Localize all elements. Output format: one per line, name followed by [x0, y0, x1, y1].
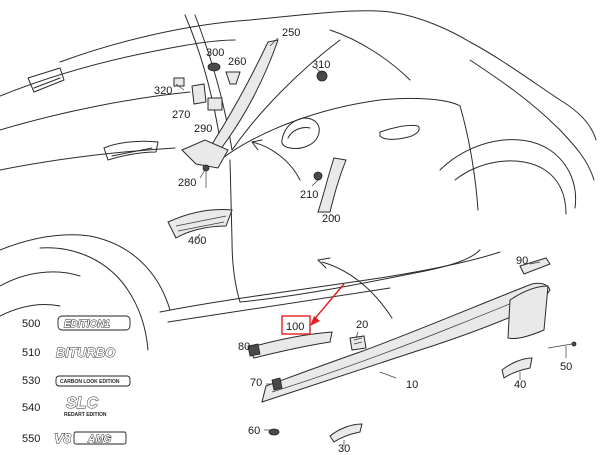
trim-90 — [519, 257, 551, 275]
label-80: 80 — [238, 341, 250, 353]
emblem-530: 530 CARBON LOOK EDITION — [22, 375, 131, 387]
trim-40 — [501, 357, 533, 379]
svg-text:REDART EDITION: REDART EDITION — [64, 412, 107, 418]
label-260: 260 — [228, 56, 246, 68]
label-100: 100 — [286, 321, 304, 333]
label-200: 200 — [322, 213, 340, 225]
small-parts-lower — [268, 341, 577, 443]
clip-260 — [225, 71, 241, 85]
label-60: 60 — [248, 425, 260, 437]
svg-text:EDITION1: EDITION1 — [64, 319, 111, 330]
svg-text:540: 540 — [22, 402, 40, 414]
label-10: 10 — [406, 379, 418, 391]
label-70: 70 — [250, 377, 262, 389]
label-280: 280 — [178, 177, 196, 189]
plug-60 — [268, 428, 280, 436]
pin-320 — [173, 77, 185, 87]
triangle-trim-part — [317, 157, 347, 213]
label-20: 20 — [356, 319, 368, 331]
label-50: 50 — [560, 361, 572, 373]
label-310: 310 — [312, 59, 330, 71]
label-210: 210 — [300, 189, 318, 201]
svg-text:BITURBO: BITURBO — [56, 345, 115, 360]
emblems-list: 500 EDITION1 510 BITURBO 530 CARBON LOOK… — [22, 315, 131, 446]
emblem-540: 540 SLC REDART EDITION — [22, 395, 107, 418]
clip-300 — [207, 62, 221, 72]
svg-text:AMG: AMG — [87, 434, 112, 445]
svg-text:CARBON LOOK EDITION: CARBON LOOK EDITION — [60, 379, 120, 385]
label-90: 90 — [516, 255, 528, 267]
clip-210 — [313, 171, 323, 181]
label-30: 30 — [338, 443, 350, 455]
screw-310 — [316, 70, 328, 82]
label-400: 400 — [188, 235, 206, 247]
direction-arrows — [251, 139, 393, 326]
label-40: 40 — [514, 379, 526, 391]
side-skirt-part — [261, 257, 551, 403]
screw-50 — [547, 343, 573, 349]
svg-text:530: 530 — [22, 375, 40, 387]
label-270: 270 — [172, 109, 190, 121]
svg-text:510: 510 — [22, 347, 40, 359]
clip-70 — [271, 377, 283, 391]
red-callout-arrow — [311, 283, 345, 323]
label-250: 250 — [282, 27, 300, 39]
label-290: 290 — [194, 123, 212, 135]
svg-text:V8: V8 — [54, 430, 71, 446]
svg-text:550: 550 — [22, 433, 40, 445]
bracket-290 — [207, 97, 223, 111]
highlight-box-100 — [281, 315, 311, 335]
bracket-270 — [191, 83, 207, 105]
svg-text:500: 500 — [22, 318, 40, 330]
emblem-510: 510 BITURBO — [22, 345, 116, 361]
door-sill-trim-part — [247, 331, 367, 359]
side-vent-part — [167, 209, 233, 239]
trim-30 — [329, 423, 363, 443]
emblem-500: 500 EDITION1 — [22, 315, 131, 331]
end-cap-80 — [247, 343, 261, 357]
emblem-550: 550 V8 AMG — [22, 430, 127, 446]
svg-text:SLC: SLC — [66, 395, 98, 412]
label-320: 320 — [154, 85, 172, 97]
a-pillar-trim-part — [181, 39, 279, 169]
leader-lines — [175, 37, 567, 446]
callout-labels: 250 300 260 310 320 270 290 280 210 200 … — [154, 27, 572, 455]
label-300: 300 — [206, 47, 224, 59]
